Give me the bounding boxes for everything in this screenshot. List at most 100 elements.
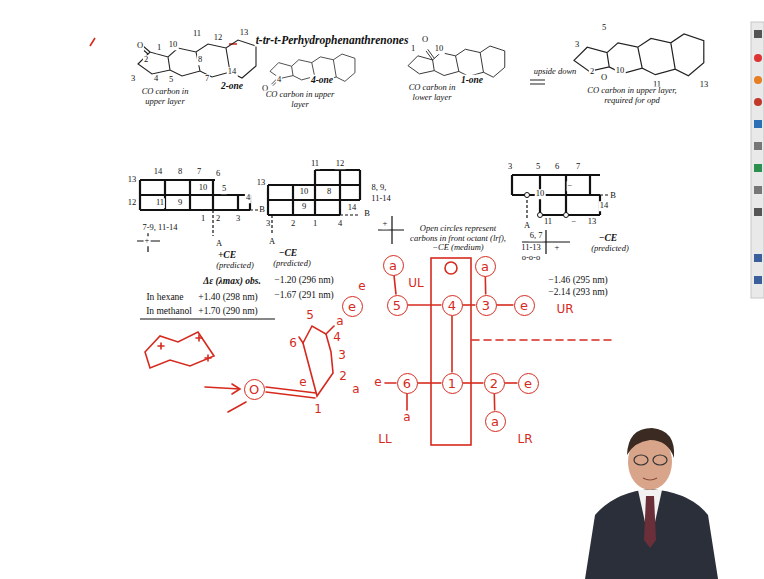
chem-label: +CE (217, 250, 237, 261)
circled-letter: 3 (482, 299, 490, 312)
handwritten-annotations-part (406, 392, 408, 410)
toolbar-part (751, 22, 764, 298)
circled-letter: e (524, 377, 532, 390)
toolbar-part (754, 276, 762, 284)
chem-label: 11 (155, 198, 165, 208)
chem-label: −1.67 (291 nm) (273, 290, 334, 301)
circled-atom: 1 (442, 373, 463, 394)
octant-projections-part (137, 231, 160, 252)
bond-line (484, 277, 486, 295)
caption-text: CO carbon in upper layer (264, 90, 336, 109)
handwritten-label: UR (555, 303, 574, 316)
chem-label: 5 (535, 162, 541, 172)
octant-projections-part (268, 170, 360, 215)
chem-label: 8 (326, 187, 332, 197)
chem-label: 11-14 (370, 194, 392, 204)
circled-atom: 3 (476, 295, 497, 316)
chem-label: O (136, 41, 144, 51)
presenter-part (653, 455, 667, 465)
chem-label: 6 (554, 162, 560, 172)
presenter-part (634, 455, 648, 465)
chem-label: 3 (235, 214, 241, 224)
caption-text: (predicted) (215, 261, 254, 271)
handwritten-label: a (402, 411, 411, 424)
chem-label: 12 (213, 33, 224, 43)
chem-label: 1 (200, 214, 206, 224)
circled-atom: 2 (484, 373, 505, 394)
presenter-part (585, 489, 718, 579)
chem-label: 12 (335, 159, 346, 169)
chem-label: 13 (239, 28, 250, 38)
handwritten-label: 4 (332, 331, 342, 344)
chem-label: 7 (204, 74, 210, 84)
circled-letter: a (389, 259, 397, 272)
chem-label: 1 (312, 219, 318, 229)
skeletal-structures-part-part (408, 46, 505, 77)
toolbar-part (754, 120, 762, 128)
caption-text: (predicted) (272, 259, 311, 269)
circled-atom: e (342, 296, 363, 317)
chem-label: 10 (299, 187, 310, 197)
chem-label: −1.46 (295 nm) (547, 275, 608, 286)
presenter-part (644, 496, 656, 548)
circled-letter: 6 (403, 377, 411, 390)
caption-text: upside down (533, 67, 578, 77)
chem-label: 10 (615, 66, 626, 76)
chem-label: 9 (177, 198, 183, 208)
bond-line (463, 382, 484, 384)
circled-atom: 5 (387, 295, 408, 316)
chem-label: 4 (245, 193, 251, 203)
circled-letter: 4 (448, 299, 456, 312)
chem-label: A (268, 237, 276, 247)
chem-label: 11 (543, 217, 553, 227)
handwritten-annotations-part (228, 402, 246, 412)
chem-label: − (571, 217, 578, 227)
skeletal-structures (138, 34, 704, 86)
chem-label: 3 (130, 74, 136, 84)
caption-text: CO carbon in upper layer (132, 87, 198, 106)
chem-label: 7 (196, 167, 202, 177)
chem-label: 11 (310, 159, 320, 169)
chem-label: −CE (598, 233, 618, 244)
bond-line (418, 382, 442, 384)
bond-line (451, 316, 453, 373)
octant-projections-part (140, 180, 250, 210)
toolbar-part (754, 142, 762, 150)
handwritten-annotations-part (445, 262, 457, 274)
chem-label: 9 (301, 202, 307, 212)
circled-atom: a (383, 255, 404, 276)
octant-projections-part (512, 175, 600, 215)
chem-label: −CE (278, 248, 298, 259)
chem-label: 10 (535, 189, 546, 199)
circled-letter: 2 (490, 377, 498, 390)
chem-label: 4-one (310, 75, 334, 86)
chem-label: 7-9, 11-14 (141, 223, 178, 233)
chem-label: A (215, 239, 223, 249)
presenter-part (627, 428, 674, 458)
octant-projections-part (140, 318, 275, 319)
circled-atom: 4 (442, 295, 463, 316)
bond-line (493, 394, 495, 411)
toolbar-part (754, 54, 762, 62)
chem-label: 2 (290, 219, 296, 229)
chem-label: +1.40 (298 nm) (197, 292, 258, 303)
presenter-part (643, 478, 657, 480)
chem-label: 13 (587, 217, 598, 227)
toolbar-part (754, 76, 762, 84)
circled-atom: a (475, 256, 496, 277)
circled-atom: e (514, 295, 535, 316)
chem-label: B (363, 209, 371, 219)
chem-label: B (609, 191, 617, 201)
handwritten-annotations-part (158, 335, 211, 361)
handwritten-annotations-part (431, 258, 471, 445)
circled-letter: e (348, 300, 356, 313)
chem-label: 3 (574, 40, 580, 50)
handwritten-label: e (357, 280, 366, 293)
chem-label: 11 (192, 29, 202, 39)
chem-label: 6 (215, 169, 221, 179)
chem-label: 13 (256, 178, 267, 188)
chem-label: 14 (227, 67, 238, 77)
slide-title: t-tr-t-Perhydrophenanthrenones (255, 34, 410, 47)
chem-label: 3 (265, 219, 271, 229)
chem-label: 2 (143, 55, 149, 65)
